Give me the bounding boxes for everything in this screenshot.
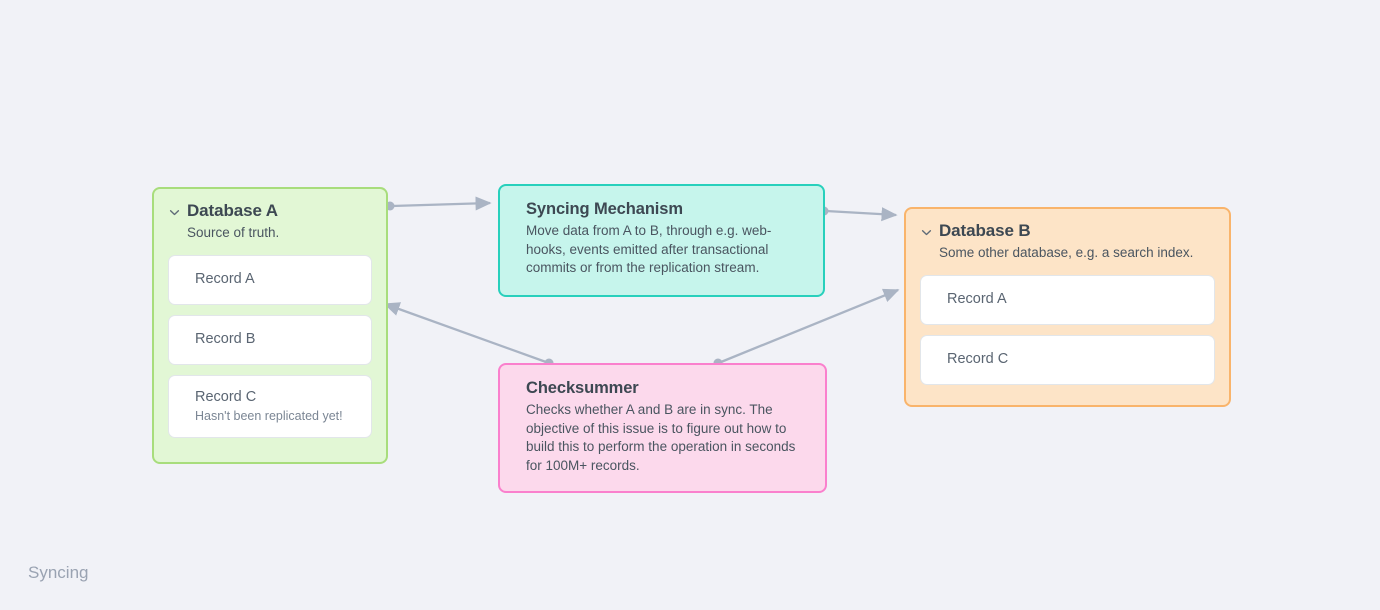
node-description: Source of truth. [187, 225, 280, 240]
record-subtitle: Hasn't been replicated yet! [195, 408, 343, 423]
record-title: Record A [947, 291, 1007, 307]
edge-sync-to-db-b [819, 206, 898, 222]
node-title: Database A [187, 201, 278, 220]
record-title: Record C [947, 351, 1009, 367]
edge-checksum-to-db-a [383, 302, 554, 368]
record-card[interactable]: Record B [168, 314, 372, 365]
record-card[interactable]: Record C Hasn't been replicated yet! [168, 374, 372, 438]
node-syncing-mechanism[interactable]: Syncing Mechanism Move data from A to B,… [498, 184, 825, 297]
node-title: Checksummer [526, 379, 639, 397]
chevron-down-icon[interactable] [920, 226, 933, 239]
node-description: Some other database, e.g. a search index… [939, 245, 1194, 260]
node-title: Database B [939, 221, 1031, 240]
node-description: Move data from A to B, through e.g. web-… [526, 223, 772, 275]
node-database-b-header[interactable]: Database B [920, 221, 1215, 241]
node-description: Checks whether A and B are in sync. The … [526, 402, 796, 473]
node-database-b[interactable]: Database B Some other database, e.g. a s… [904, 207, 1231, 407]
edge-checksum-to-db-b [713, 288, 900, 368]
record-card[interactable]: Record A [920, 274, 1215, 325]
record-title: Record A [195, 271, 255, 287]
node-title: Syncing Mechanism [526, 200, 683, 218]
chevron-down-icon[interactable] [168, 206, 181, 219]
canvas-label: Syncing [28, 563, 89, 582]
edge-db-a-to-sync [385, 196, 492, 211]
node-database-a[interactable]: Database A Source of truth. Record A Rec… [152, 187, 388, 464]
record-card[interactable]: Record C [920, 334, 1215, 385]
node-checksummer[interactable]: Checksummer Checks whether A and B are i… [498, 363, 827, 493]
node-database-a-header[interactable]: Database A [168, 201, 372, 221]
record-list: Record A Record C [920, 274, 1215, 385]
record-title: Record C [195, 388, 257, 405]
record-title: Record B [195, 331, 256, 347]
record-card[interactable]: Record A [168, 254, 372, 305]
record-list: Record A Record B Record C Hasn't been r… [168, 254, 372, 438]
